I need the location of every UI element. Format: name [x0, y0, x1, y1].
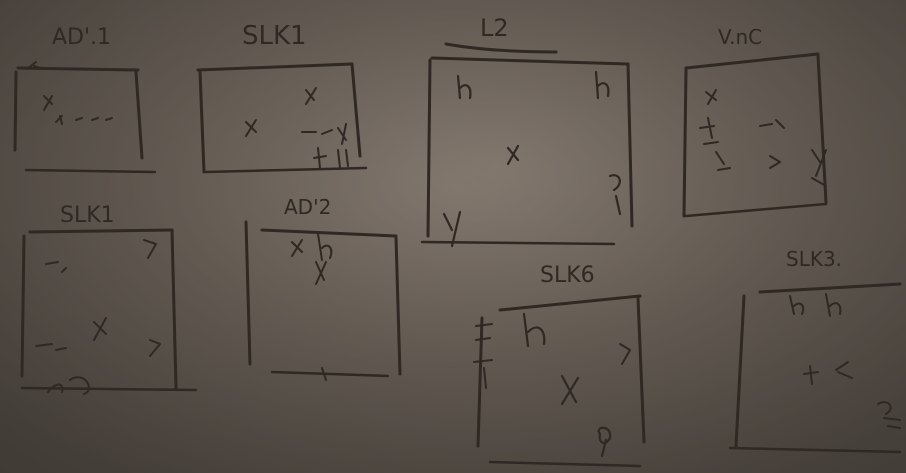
slk6-mark-1 — [522, 312, 546, 348]
label-slk6: SLK6 — [540, 263, 595, 288]
slk1-top-mark-left — [245, 119, 257, 137]
slk1-bottom-mark-3 — [93, 317, 107, 341]
l2-bottom-edge — [420, 240, 616, 246]
slk1-bottom-left-edge — [20, 234, 26, 378]
sketch-slk1-bottom: SLK1 — [20, 203, 198, 395]
ad1-left-edge — [13, 70, 18, 152]
label-ad1: AD'.1 — [52, 25, 111, 50]
label-l2: L2 — [480, 14, 509, 42]
label-vnc: V.nC — [718, 25, 762, 49]
label-slk3: SLK3. — [786, 247, 842, 271]
label-slk1-top: SLK1 — [242, 21, 307, 51]
slk6-mark-2 — [619, 343, 631, 365]
slk1-bottom-mark-5 — [149, 339, 161, 357]
slk1-bottom-mark-4 — [35, 343, 67, 351]
vnc-mark-1 — [705, 89, 717, 105]
vnc-mark-2 — [699, 117, 731, 171]
ad2-mark-2 — [315, 233, 333, 285]
ad2-mark-1 — [291, 239, 303, 257]
ad2-top-edge — [260, 228, 398, 238]
ad1-corner-mark — [27, 61, 41, 69]
sketch-slk1-top: SLK1 — [196, 21, 368, 174]
slk3-mark-3 — [877, 401, 901, 429]
sketch-vnc: V.nC — [682, 25, 828, 218]
l2-mark-bottom-left — [442, 210, 462, 248]
ad1-right-edge — [134, 70, 144, 160]
slk1-bottom-top-edge — [28, 228, 174, 234]
l2-mark-center — [506, 144, 520, 166]
slk6-mark-3 — [560, 374, 580, 406]
l2-left-edge — [426, 58, 432, 238]
l2-mark-top-right — [594, 70, 610, 100]
slk3-mark-2 — [803, 361, 853, 385]
slk1-top-left-edge — [198, 70, 206, 174]
slk1-top-mark-upper — [305, 87, 317, 105]
ad1-symbols — [43, 95, 113, 125]
slk1-top-mark-bottom — [313, 147, 349, 169]
l2-top-edge — [430, 56, 630, 66]
vnc-mark-4 — [769, 155, 781, 169]
ad1-bottom-edge — [24, 168, 157, 174]
slk3-mark-1 — [789, 293, 842, 317]
slk1-bottom-mark-2 — [143, 239, 157, 259]
slk6-bottom-edge — [488, 460, 642, 468]
sketch-ad1: AD'.1 — [13, 25, 157, 174]
ad2-mark-3 — [321, 367, 327, 381]
vnc-bottom-edge — [684, 202, 828, 218]
l2-mark-top-left — [456, 74, 472, 100]
ad1-top-edge — [16, 66, 140, 72]
label-ad2: AD'2 — [284, 195, 331, 219]
vnc-left-edge — [682, 68, 688, 218]
l2-label-underline — [444, 42, 558, 54]
slk6-mark-4 — [597, 426, 612, 458]
slk1-top-top-edge — [196, 62, 354, 72]
slk6-mark-left — [473, 323, 493, 389]
ad2-right-edge — [394, 236, 402, 376]
slk6-top-edge — [498, 294, 642, 312]
slk3-bottom-edge — [728, 446, 902, 454]
slk3-top-edge — [758, 282, 902, 294]
l2-right-edge — [626, 62, 634, 228]
slk1-bottom-mark-6 — [47, 376, 90, 395]
sketch-l2: L2 — [420, 14, 634, 248]
slk3-left-edge — [734, 294, 746, 448]
slk1-bottom-mark-1 — [45, 261, 67, 273]
slk1-top-mark-right — [301, 123, 347, 145]
slk1-top-right-edge — [350, 62, 362, 158]
l2-mark-right — [608, 174, 622, 216]
sketch-ad2: AD'2 — [244, 195, 402, 381]
vnc-mark-3 — [759, 119, 785, 129]
label-slk1-bottom: SLK1 — [60, 203, 115, 228]
sketch-slk3: SLK3. — [728, 247, 902, 454]
ad2-bottom-edge — [270, 370, 390, 378]
slk1-bottom-right-edge — [170, 228, 178, 390]
vnc-right-edge — [816, 54, 828, 204]
slk6-right-edge — [636, 296, 646, 444]
vnc-mark-5 — [811, 149, 827, 187]
ad2-left-edge — [244, 220, 252, 366]
sketch-slk6: SLK6 — [473, 263, 646, 468]
vnc-top-edge — [684, 52, 820, 70]
